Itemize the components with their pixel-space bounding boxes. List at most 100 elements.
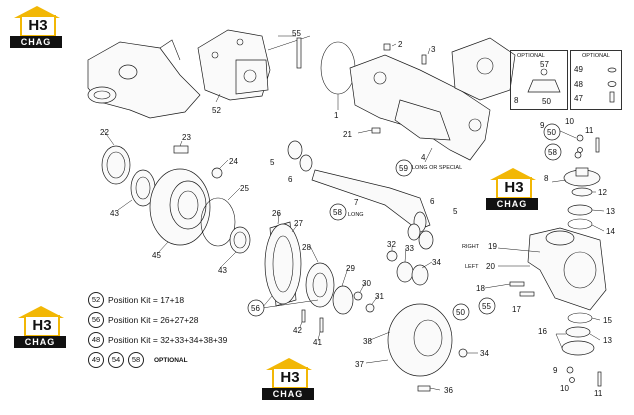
bearing-6-lower [407,223,421,241]
label-40: 41 [313,338,322,347]
label-optional-box-2: OPTIONAL [582,53,610,59]
kit-row-56: 56 Position Kit = 26+27+28 [88,312,199,328]
seal-15 [567,312,593,324]
label-10-top: 10 [565,117,574,126]
optional-row: 49 54 58 OPTIONAL [88,352,188,368]
label-right: RIGHT [462,244,480,250]
oring-25 [200,197,236,247]
logo-mark: H3 [20,15,56,37]
label-23: 23 [182,133,191,142]
label-29: 29 [346,264,355,273]
label-39: 38 [363,337,372,346]
logo-mark: H3 [496,177,532,199]
logo-mark: H3 [24,315,60,337]
brand-logo-middle-right: H3 CHAG [486,168,540,212]
disc-29 [332,285,354,315]
shim-13-lower [565,326,591,338]
label-5-top: 5 [270,158,275,167]
kit-number: 48 [88,332,104,348]
logo-word: CHAG [14,336,66,348]
label-24: 24 [229,157,238,166]
label-41: 42 [293,326,302,335]
cap-58 [574,151,582,159]
label-32: 32 [387,240,396,249]
kit-text: Position Kit = 26+27+28 [108,315,199,325]
circled-label-59: 59 [399,164,408,173]
seal-14 [567,218,593,230]
label-37: 36 [444,386,453,395]
kit-text: Position Kit = 17+18 [108,295,185,305]
label-5-lower: 5 [453,207,458,216]
label-25: 25 [240,184,249,193]
label-4: 4 [421,153,426,162]
circled-label-56: 56 [251,304,260,313]
circled-labels: 59 58 56 50 55 50 58 [247,123,562,321]
optional-number-54: 54 [108,352,124,368]
optional-part-55 [527,68,561,93]
label-51: 55 [292,29,301,38]
label-22: 22 [100,128,109,137]
label-28: 28 [302,243,311,252]
label-19: 19 [488,242,497,251]
shim-13-top [567,204,593,216]
label-50: 52 [212,106,221,115]
label-18: 18 [476,284,485,293]
bearing-5-lower [418,230,434,250]
label-long-or-special: LONG OR SPECIAL [412,165,462,171]
part-labels: 55 52 1 2 3 21 4 LONG OR SPECIAL 22 23 2… [100,29,615,398]
label-11-top: 11 [585,126,594,135]
bearing-42-right [229,226,251,254]
label-10-lower: 10 [560,384,569,393]
label-27: 27 [294,219,303,228]
kit-number: 52 [88,292,104,308]
label-9-lower: 9 [553,366,558,375]
label-36: 34 [480,349,489,358]
circled-label-48: 50 [456,308,465,317]
center-housing-4 [349,54,491,161]
optional-box-1 [510,50,568,110]
label-47: 49 [574,65,583,74]
cap-12 [571,187,593,197]
label-21: 21 [343,130,352,139]
axle-shaft-7 [311,169,431,233]
label-26: 26 [272,209,281,218]
optional-number-49: 49 [88,352,104,368]
label-7: 7 [354,198,359,207]
label-6-lower: 6 [430,197,435,206]
label-1: 1 [334,111,339,120]
hub-43 [149,168,211,246]
logo-word: CHAG [486,198,538,210]
bolt-37 [417,385,431,392]
label-2: 2 [398,40,403,49]
label-long: LONG [348,212,364,218]
planet-gear-48 [387,303,453,377]
kit-row-52: 52 Position Kit = 17+18 [88,292,184,308]
circled-label-57: 58 [333,208,342,217]
kit-text: Position Kit = 32+33+34+38+39 [108,335,228,345]
label-34: 34 [432,258,441,267]
bolts-17-18 [509,281,535,297]
nut-9-lower [566,366,574,374]
bearing-5-top [287,140,303,160]
nut-24 [211,167,223,179]
optional-parts-45-47 [607,67,617,103]
ring-gear-26-27 [264,221,302,307]
ring-32 [386,250,398,262]
logo-mark: H3 [272,367,308,389]
optional-text: OPTIONAL [154,356,188,364]
kit-row-48: 48 Position Kit = 32+33+34+38+39 [88,332,227,348]
gear-33 [396,261,414,283]
label-55: 57 [540,60,549,69]
housing-top-right [451,37,516,101]
bolt-21 [371,127,381,134]
label-13-lower: 13 [603,336,612,345]
washer-31 [365,303,375,313]
label-46: 48 [574,80,583,89]
pin-40 [319,317,324,333]
bolt-2 [383,43,391,51]
kit-number: 56 [88,312,104,328]
housing-50 [197,29,271,101]
label-30: 30 [362,279,371,288]
label-12: 12 [598,188,607,197]
seal-22 [101,145,131,185]
